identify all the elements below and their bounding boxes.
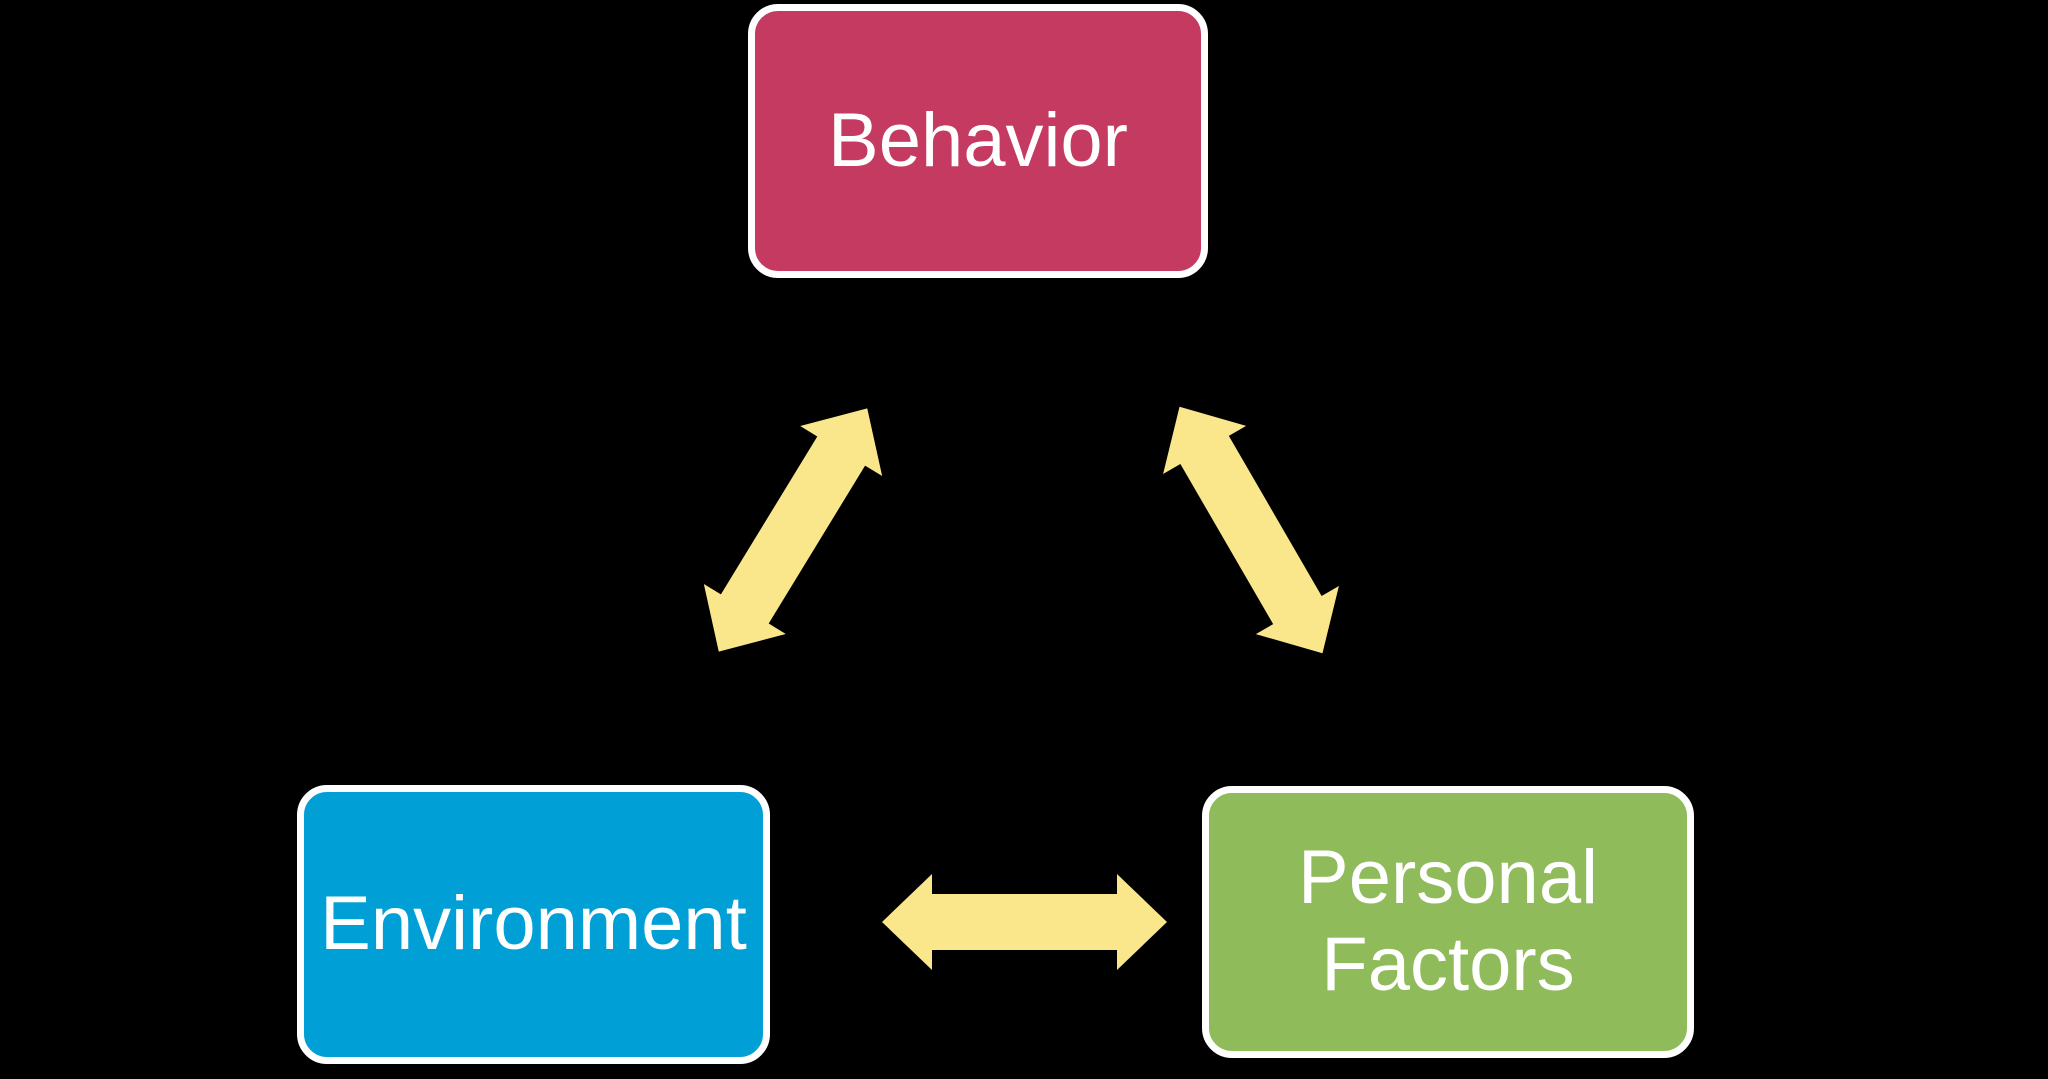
personal-factors-node-label: Personal Factors <box>1298 835 1598 1007</box>
environment-node: Environment <box>297 785 770 1064</box>
behavior-node: Behavior <box>748 4 1208 278</box>
environment-personal-factors-arrow <box>882 874 1167 970</box>
personal-factors-node: Personal Factors <box>1202 786 1694 1058</box>
behavior-node-label: Behavior <box>828 97 1128 183</box>
behavior-personal-factors-arrow <box>1163 406 1339 654</box>
environment-node-label: Environment <box>320 881 747 967</box>
behavior-environment-arrow <box>703 408 883 652</box>
